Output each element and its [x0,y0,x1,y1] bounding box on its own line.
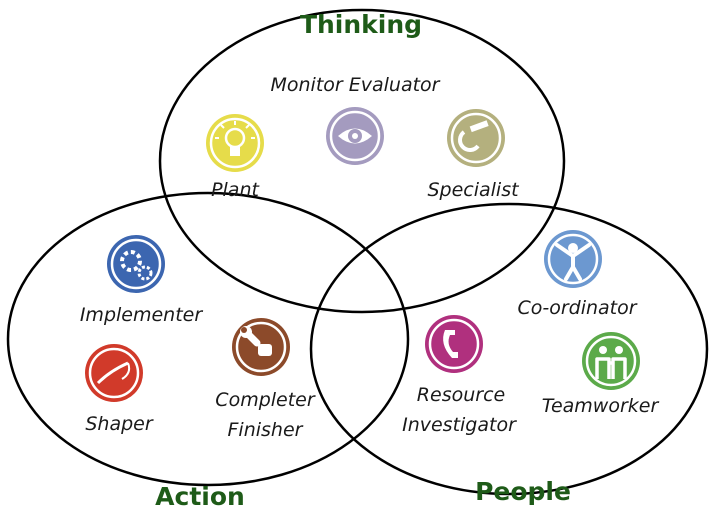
thinking-circle [158,8,566,314]
people-title: People [475,477,571,506]
implementer-label: Implementer [80,304,204,326]
eye-icon [326,107,384,165]
investigator-label: Investigator [402,414,517,436]
action-circle [6,191,410,487]
teamworker-label: Teamworker [542,395,660,417]
finisher-label: Finisher [228,419,304,441]
resource-label: Resource [417,384,505,406]
thinking-title: Thinking [300,10,422,39]
telephone-icon [425,315,483,373]
lightbulb-icon [206,114,264,172]
co-ordinator-label: Co-ordinator [517,297,637,319]
people-circle [309,202,709,496]
whip-icon [85,344,143,402]
micrometer-icon [447,109,505,167]
specialist-label: Specialist [427,179,520,201]
person-icon [544,230,602,288]
people-icon [582,332,640,390]
shaper-label: Shaper [85,413,153,435]
action-title: Action [155,482,245,511]
plant-label: Plant [211,179,260,201]
gear-icon [107,235,165,293]
completer-label: Completer [215,389,316,411]
monitor-evaluator-label: Monitor Evaluator [270,74,440,96]
wrench-icon [232,318,290,376]
